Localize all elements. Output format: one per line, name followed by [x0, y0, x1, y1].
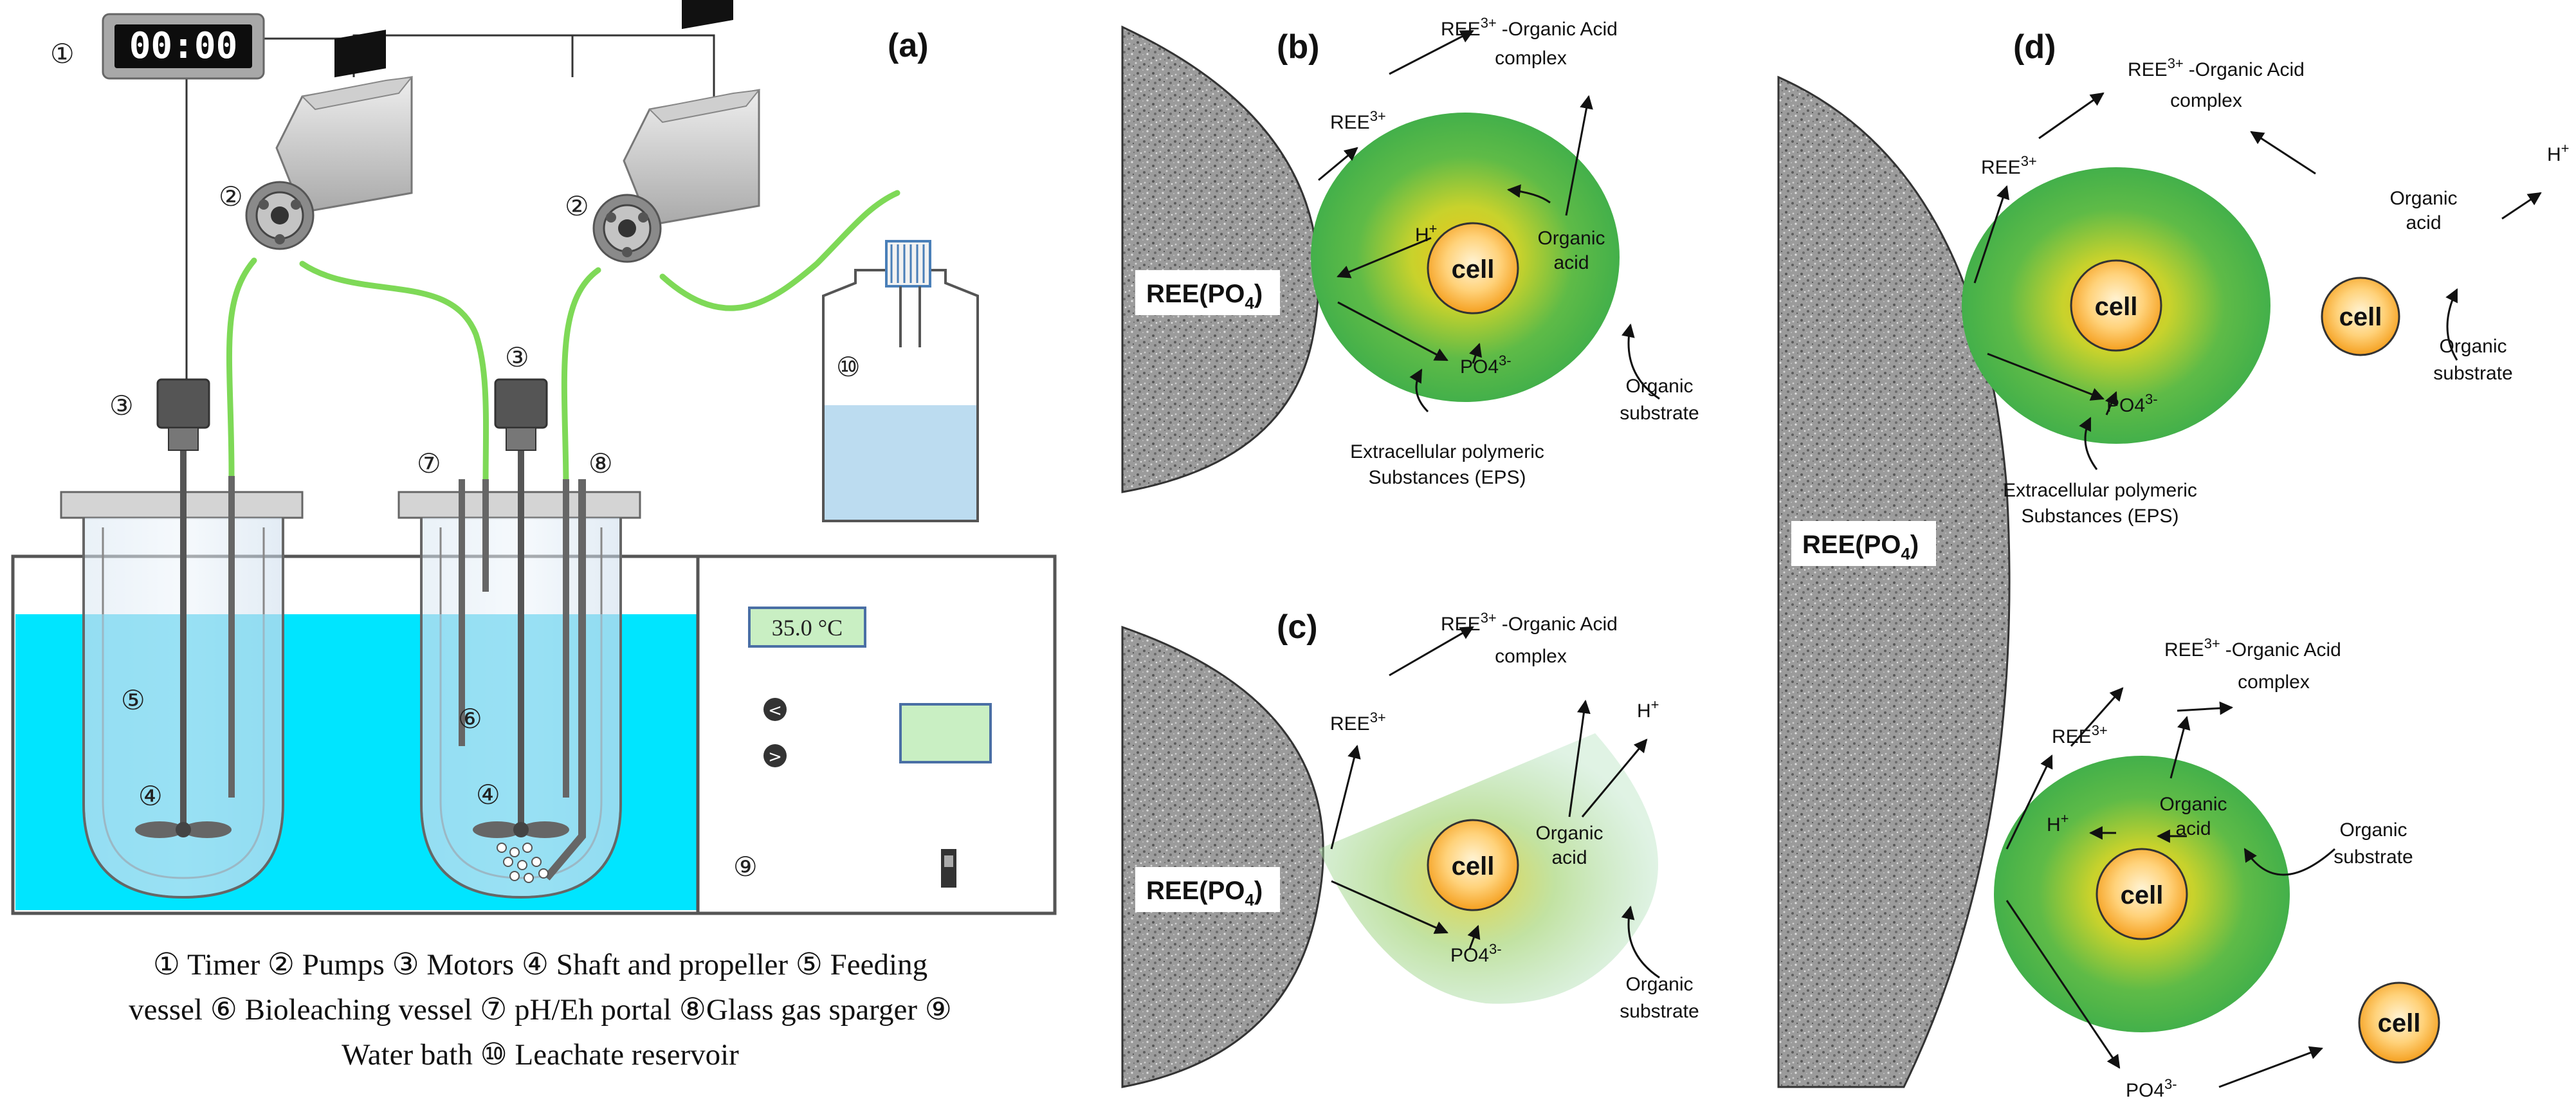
- marker-pump-left: ②: [219, 183, 243, 212]
- organic-acid-label-2: acid: [2406, 212, 2441, 233]
- eps-label-1: Extracellular polymeric: [1350, 441, 1544, 462]
- free-cell: [2321, 277, 2400, 356]
- panel-label-c: (c): [1277, 608, 1318, 646]
- panel-label-d: (d): [2013, 28, 2056, 66]
- substrate-label-2: substrate: [2433, 363, 2512, 384]
- cell-label: cell: [2339, 303, 2382, 331]
- mineral-label-box: REE(PO4): [1135, 270, 1280, 315]
- organic-acid-label-1: Organic: [2389, 188, 2457, 209]
- decrease-button[interactable]: [763, 698, 787, 721]
- marker-water-bath: ⑨: [733, 853, 758, 882]
- marker-feeding-vessel: ⑤: [121, 686, 145, 716]
- feeding-vessel: [82, 378, 284, 899]
- ree-ion-label: REE3+: [1981, 153, 2037, 178]
- panel-label-a: (a): [888, 27, 929, 64]
- complex-label-1: REE3+-Organic Acid: [2164, 635, 2341, 661]
- pump-right: [592, 0, 761, 263]
- substrate-label-1: Organic: [2439, 336, 2507, 357]
- phosphate-label: PO43-: [2126, 1076, 2177, 1101]
- complex-label-1: REE3+-Organic Acid: [1441, 610, 1618, 635]
- eps-label-2: Substances (EPS): [2021, 506, 2179, 527]
- mineral-label-box: REE(PO4): [1135, 867, 1280, 912]
- microbial-cell: [1427, 819, 1519, 911]
- marker-motor-left: ③: [109, 392, 134, 421]
- power-switch[interactable]: [941, 849, 956, 888]
- mineral-particle: [1121, 25, 1320, 493]
- organic-acid-label-1: Organic: [1537, 228, 1605, 249]
- temperature-display: 35.0 °C: [772, 615, 843, 641]
- organic-acid-label-2: acid: [2175, 818, 2211, 839]
- substrate-label-1: Organic: [1625, 974, 1693, 995]
- cell-label: cell: [2121, 881, 2164, 909]
- mineral-particle: [1121, 625, 1324, 1088]
- silicone-tubing: [226, 190, 900, 492]
- eps-label-1: Extracellular polymeric: [2003, 480, 2197, 501]
- panel-a-apparatus: (a) 00:00 ① ②: [11, 0, 1057, 1072]
- phosphate-label: PO43-: [1460, 352, 1512, 378]
- marker-ph-portal: ⑦: [417, 450, 441, 479]
- timer-device: 00:00: [102, 13, 265, 80]
- ree-ion-label: REE3+: [1330, 709, 1386, 735]
- phosphate-label: PO43-: [2106, 391, 2158, 416]
- organic-acid-label-2: acid: [1553, 252, 1589, 273]
- leachate-reservoir: [822, 240, 979, 522]
- complex-label-1: REE3+-Organic Acid: [1441, 15, 1618, 40]
- caption-line-1: ① Timer ② Pumps ③ Motors ④ Shaft and pro…: [153, 948, 927, 982]
- cell-label: cell: [1452, 852, 1495, 881]
- substrate-label-2: substrate: [1620, 1001, 1699, 1022]
- caption-line-2: vessel ⑥ Bioleaching vessel ⑦ pH/Eh port…: [129, 993, 952, 1027]
- marker-bioleaching-vessel: ⑥: [458, 705, 482, 735]
- pump-left: [245, 30, 414, 250]
- substrate-label-2: substrate: [1620, 403, 1699, 424]
- substrate-label-1: Organic: [1625, 376, 1693, 397]
- bioleaching-vessel: [420, 378, 622, 899]
- timer-display: 00:00: [129, 25, 238, 67]
- marker-reservoir: ⑩: [836, 353, 861, 383]
- proton-label: H+: [1637, 697, 1659, 722]
- proton-label: H+: [2047, 810, 2069, 836]
- marker-shaft-left: ④: [138, 782, 163, 812]
- cell-label: cell: [2095, 293, 2138, 321]
- decrease-arrow-icon: <: [768, 701, 782, 720]
- increase-arrow-icon: >: [768, 747, 782, 767]
- svg-text:REE(PO4): REE(PO4): [1802, 531, 1919, 563]
- panel-b-mechanism: (b) REE(PO4) cell REE3+ REE3+-Organic Ac…: [1121, 15, 1699, 493]
- caption-line-3: Water bath ⑩ Leachate reservoir: [342, 1038, 739, 1072]
- proton-label: H+: [1415, 221, 1438, 246]
- organic-acid-label-1: Organic: [1535, 823, 1603, 844]
- ree-ion-label: REE3+: [2052, 722, 2108, 747]
- mineral-particle: [1777, 75, 2011, 1088]
- complex-label-1: REE3+-Organic Acid: [2128, 55, 2305, 80]
- microbial-cell: [2070, 259, 2162, 352]
- marker-shaft-right: ④: [476, 781, 500, 810]
- panel-label-b: (b): [1277, 28, 1319, 66]
- microbial-cell: [2096, 848, 2188, 940]
- svg-text:REE(PO4): REE(PO4): [1146, 877, 1263, 909]
- ree-ion-label: REE3+: [1330, 108, 1386, 133]
- increase-button[interactable]: [763, 744, 787, 767]
- marker-timer: ①: [50, 40, 75, 69]
- eps-label-2: Substances (EPS): [1368, 467, 1526, 488]
- marker-pump-right: ②: [565, 192, 589, 222]
- panel-d-mechanism: (d) REE(PO4) cell cell REE3+ REE3+-Organ…: [1777, 28, 2570, 1101]
- complex-label-2: complex: [2170, 90, 2242, 111]
- organic-acid-label-1: Organic: [2159, 794, 2227, 815]
- cell-label: cell: [1452, 255, 1495, 284]
- complex-label-2: complex: [1495, 48, 1567, 69]
- microbial-cell: [1427, 222, 1519, 315]
- organic-acid-label-2: acid: [1551, 847, 1587, 868]
- complex-label-2: complex: [2238, 671, 2310, 693]
- phosphate-label: PO43-: [1450, 941, 1502, 966]
- proton-label: H+: [2547, 140, 2570, 165]
- panel-c-mechanism: (c) REE(PO4) cell REE3+ REE3+-Organic Ac…: [1121, 608, 1699, 1088]
- complex-label-2: complex: [1495, 646, 1567, 667]
- marker-gas-sparger: ⑧: [589, 450, 613, 479]
- mineral-label-box: REE(PO4): [1791, 521, 1936, 566]
- free-cell: [2358, 982, 2440, 1064]
- svg-text:REE(PO4): REE(PO4): [1146, 280, 1263, 313]
- marker-motor-right: ③: [505, 343, 529, 373]
- substrate-label-2: substrate: [2334, 846, 2413, 868]
- substrate-label-1: Organic: [2339, 819, 2407, 841]
- cell-label: cell: [2378, 1009, 2421, 1037]
